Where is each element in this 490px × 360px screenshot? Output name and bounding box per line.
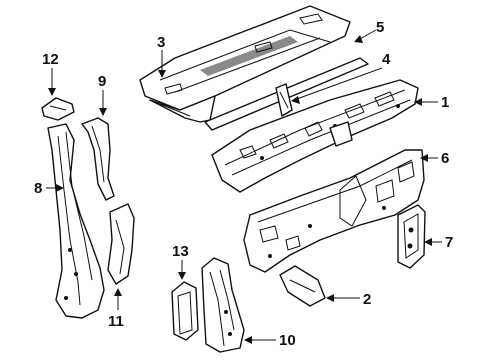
leader-lines	[46, 29, 442, 344]
callout-9: 9	[98, 73, 106, 90]
callout-7: 7	[445, 234, 453, 251]
callout-6: 6	[441, 150, 449, 167]
hinge-bracket[interactable]	[171, 281, 199, 341]
front-pillar[interactable]	[47, 123, 105, 319]
callout-4: 4	[382, 51, 391, 68]
hinge-pillar[interactable]	[201, 257, 245, 353]
cowl-bracket[interactable]	[275, 83, 293, 117]
callout-11: 11	[108, 313, 124, 330]
callout-10: 10	[279, 332, 296, 349]
callout-3: 3	[157, 34, 165, 51]
callout-2: 2	[363, 291, 371, 308]
side-gusset-panel[interactable]	[397, 204, 426, 269]
dash-upper-panel[interactable]	[211, 79, 419, 193]
hinge-reinforcement[interactable]	[107, 203, 135, 285]
callout-12: 12	[42, 51, 59, 68]
lower-bracket[interactable]	[279, 265, 326, 307]
pillar-cap[interactable]	[41, 97, 75, 121]
dash-lower-panel[interactable]	[243, 149, 425, 273]
inner-pillar[interactable]	[81, 117, 115, 201]
callout-5: 5	[376, 19, 384, 36]
callout-13: 13	[172, 243, 189, 260]
callout-1: 1	[441, 94, 449, 111]
callout-8: 8	[34, 180, 42, 197]
cowl-top-panel[interactable]	[139, 5, 351, 123]
